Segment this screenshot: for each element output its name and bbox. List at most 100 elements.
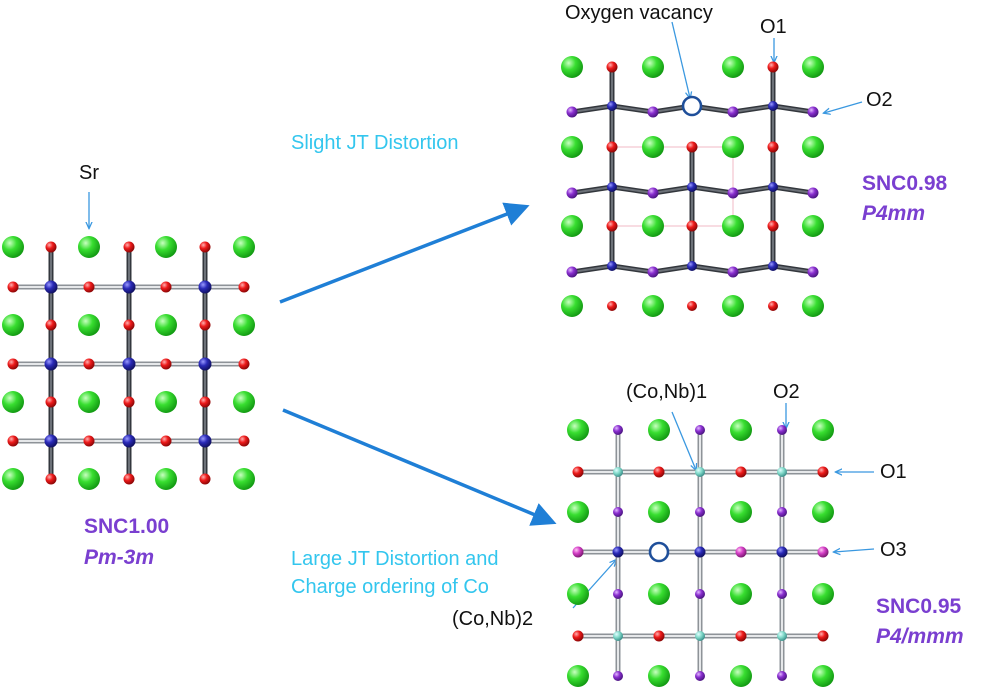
o2-atom xyxy=(613,671,623,681)
sr-atom xyxy=(78,236,100,258)
o3-atom xyxy=(817,546,829,558)
o2-atom xyxy=(613,425,623,435)
oxygen-atom xyxy=(83,435,95,447)
sr-atom xyxy=(561,295,583,317)
oxygen-atom xyxy=(7,281,19,293)
o2-atom xyxy=(695,589,705,599)
sr-atom xyxy=(642,215,664,237)
co-nb-atom xyxy=(768,101,778,111)
co-nb-atom xyxy=(44,357,58,371)
co-nb-atom xyxy=(44,280,58,294)
co-nb-atom xyxy=(776,546,788,558)
o1-atom xyxy=(735,630,747,642)
sr-atom xyxy=(730,583,752,605)
sr-atom xyxy=(722,295,744,317)
sr-atom xyxy=(730,501,752,523)
unit-cell-outline xyxy=(611,146,734,227)
co-nb-atom xyxy=(122,434,136,448)
o2-atom xyxy=(807,266,819,278)
bond-highlight xyxy=(691,186,734,194)
co-nb-atom xyxy=(612,546,624,558)
conb2-label: (Co,Nb)2 xyxy=(452,608,534,630)
transition-arrow-upper xyxy=(279,202,530,304)
sr-atom xyxy=(642,136,664,158)
bond-highlight xyxy=(611,265,654,273)
sr-atom xyxy=(155,314,177,336)
sr-atom xyxy=(722,56,744,78)
oxygen-atom xyxy=(606,141,618,153)
o1-atom xyxy=(653,466,665,478)
sr-atom xyxy=(812,583,834,605)
co-nb-atom xyxy=(694,546,706,558)
co-nb-atom xyxy=(607,182,617,192)
oxygen-atom xyxy=(767,141,779,153)
oxygen-atom xyxy=(606,61,618,73)
oxygen-atom xyxy=(45,319,57,331)
snc095-phase-name: SNC0.95 xyxy=(876,595,962,618)
large-jt-distortion-line2: Charge ordering of Co xyxy=(291,576,489,598)
o2-atom xyxy=(566,106,578,118)
sr-atom xyxy=(561,56,583,78)
sr-atom xyxy=(2,314,24,336)
co-nb-atom xyxy=(122,357,136,371)
o1-top-label: O1 xyxy=(760,16,787,38)
o1-atom xyxy=(735,466,747,478)
snc098-space-group: P4mm xyxy=(862,202,926,225)
sr-atom xyxy=(648,665,670,687)
co-nb-atom xyxy=(198,357,212,371)
sr-atom xyxy=(812,501,834,523)
o2-atom xyxy=(566,187,578,199)
oxygen-atom xyxy=(767,61,779,73)
sr-atom xyxy=(233,391,255,413)
sr-atom xyxy=(812,665,834,687)
o2-top-label: O2 xyxy=(866,89,893,111)
o2-atom xyxy=(613,507,623,517)
oxygen-atom xyxy=(199,241,211,253)
o2-atom xyxy=(807,106,819,118)
sr-atom xyxy=(2,391,24,413)
co-nb-atom xyxy=(777,467,787,477)
co-nb-atom xyxy=(687,261,697,271)
o3-bottom-pointer-arrow xyxy=(834,549,875,552)
oxygen-atom xyxy=(7,358,19,370)
oxygen-vacancy-pointer-arrow xyxy=(671,21,690,98)
conb1-pointer-arrow xyxy=(671,411,696,470)
bond-highlight xyxy=(571,186,613,194)
co-nb-atom xyxy=(613,467,623,477)
o2-atom xyxy=(777,589,787,599)
co-nb-atom xyxy=(777,631,787,641)
sr-atom xyxy=(561,215,583,237)
sr-atom xyxy=(648,583,670,605)
sr-atom xyxy=(78,314,100,336)
sr-atom xyxy=(802,215,824,237)
o2-atom xyxy=(727,266,739,278)
snc095-space-group: P4/mmm xyxy=(876,625,964,648)
snc100-phase-name: SNC1.00 xyxy=(84,515,170,538)
sr-label: Sr xyxy=(79,162,99,184)
oxygen-atom xyxy=(123,319,135,331)
o2-atom xyxy=(647,187,659,199)
bond-highlight xyxy=(652,265,693,273)
o2-atom xyxy=(727,187,739,199)
oxygen-atom xyxy=(607,301,617,311)
bond-highlight xyxy=(571,105,613,113)
o2-bottom-label: O2 xyxy=(773,381,800,403)
oxygen-atom xyxy=(45,473,57,485)
sr-atom xyxy=(812,419,834,441)
o3-bottom-label: O3 xyxy=(880,539,907,561)
oxygen-atom xyxy=(606,220,618,232)
oxygen-atom xyxy=(238,435,250,447)
oxygen-atom xyxy=(45,241,57,253)
co-nb-atom xyxy=(198,280,212,294)
oxygen-atom xyxy=(687,301,697,311)
bond-highlight xyxy=(772,105,814,113)
o2-atom xyxy=(647,266,659,278)
co-nb-atom xyxy=(695,467,705,477)
o2-atom xyxy=(777,425,787,435)
oxygen-atom xyxy=(768,301,778,311)
sr-atom xyxy=(722,136,744,158)
sr-atom xyxy=(78,391,100,413)
oxygen-atom xyxy=(123,396,135,408)
sr-atom xyxy=(648,501,670,523)
